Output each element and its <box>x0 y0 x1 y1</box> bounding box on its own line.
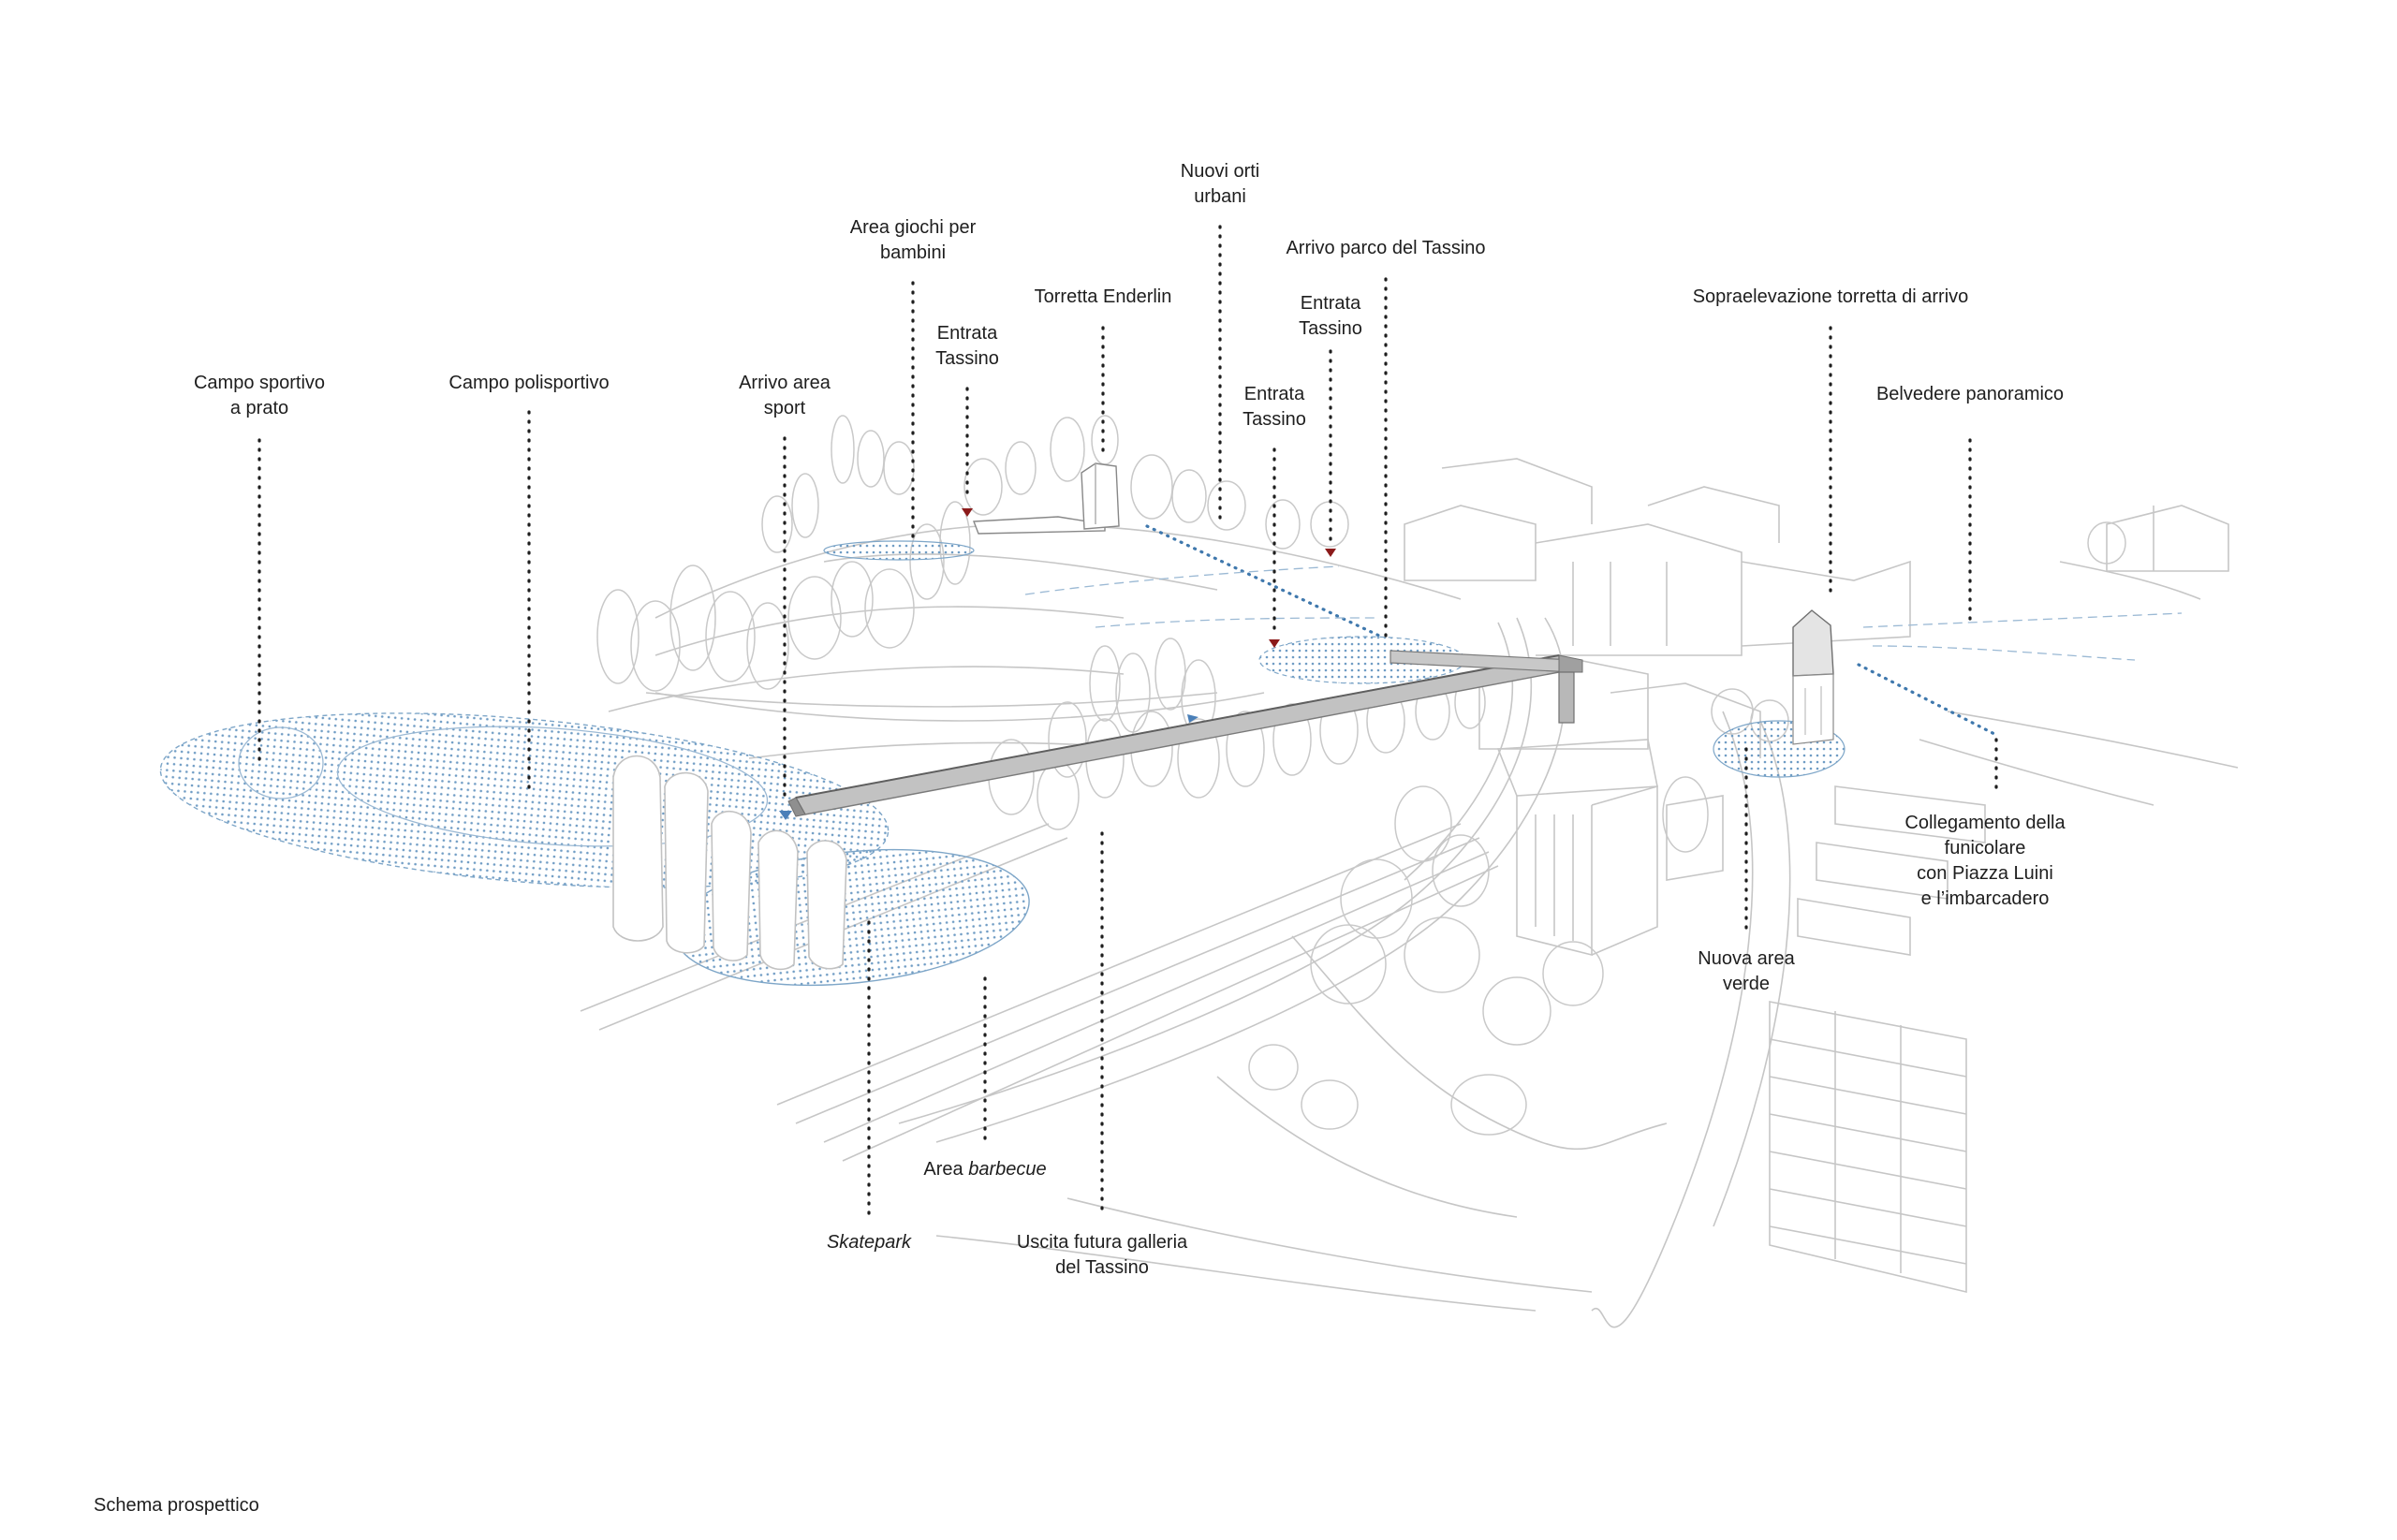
marker-entrata-tassino-1 <box>962 508 973 517</box>
blue-dotted-connectors <box>1145 524 1998 737</box>
marker-entrata-tassino-3 <box>1325 549 1336 557</box>
trees-sketch <box>596 415 2126 1136</box>
caption: Schema prospettico <box>94 1495 259 1516</box>
zone-area-giochi <box>823 540 975 561</box>
foreground-trees <box>612 755 847 971</box>
light-dashed-lines <box>1024 565 2183 661</box>
marker-arrivo-area-sport <box>779 811 792 820</box>
label-campo-polisportivo: Campo polisportivo <box>449 373 610 393</box>
label-sopraelevazione: Sopraelevazione torretta di arrivo <box>1692 286 1969 307</box>
label-torretta-enderlin: Torretta Enderlin <box>1034 286 1172 307</box>
label-area-barbecue: Area barbecue <box>923 1159 1047 1180</box>
arrival-tower <box>1792 609 1834 677</box>
landscape-sketch <box>580 458 2239 1328</box>
leader-lines <box>257 225 1998 1219</box>
arrival-markers <box>779 714 1198 820</box>
label-arrivo-parco: Arrivo parco del Tassino <box>1286 238 1486 258</box>
marker-entrata-tassino-2 <box>1269 639 1280 648</box>
label-skatepark: Skatepark <box>826 1232 912 1253</box>
label-belvedere: Belvedere panoramico <box>1875 384 2065 404</box>
entrance-markers <box>962 508 1336 648</box>
funicular-bridge <box>787 609 1834 817</box>
torretta-enderlin-building <box>973 462 1120 535</box>
